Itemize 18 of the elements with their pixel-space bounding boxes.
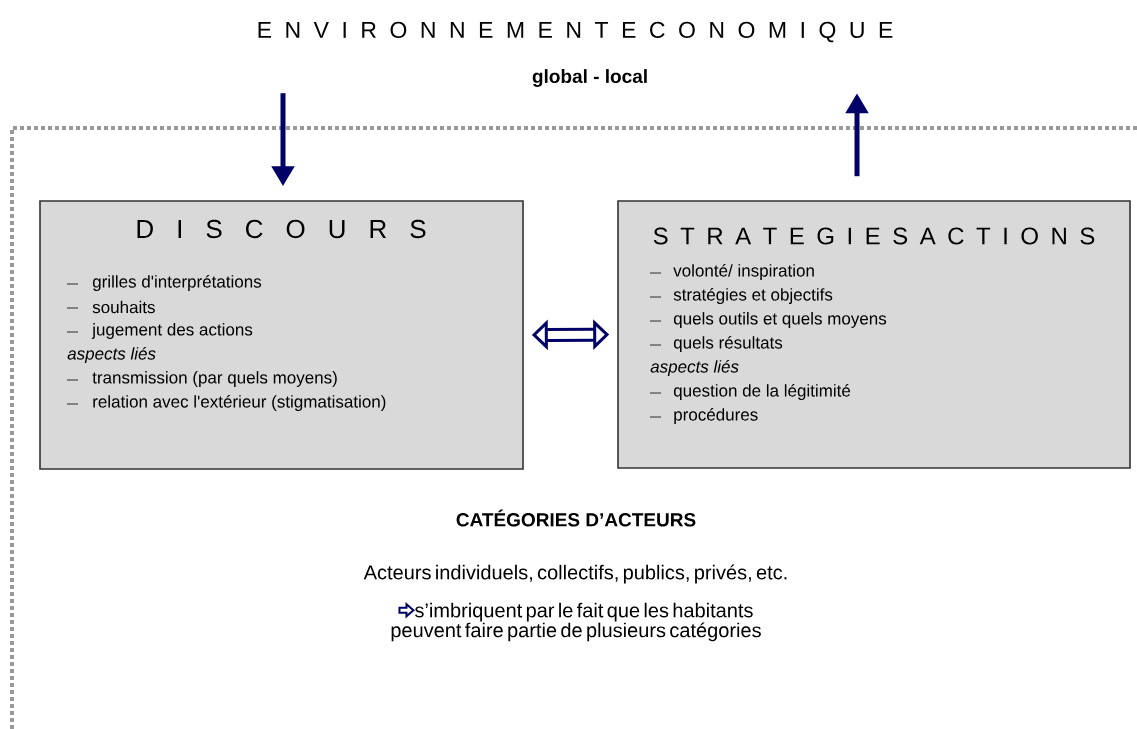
list-item: volonté/ inspiration	[673, 264, 814, 281]
subheading: global - local	[532, 69, 647, 87]
list-item: relation avec l'extérieur (stigmatisation)	[93, 395, 386, 412]
list-item: quels outils et quels moyens	[673, 312, 887, 328]
list-item: grilles d'interprétations	[92, 275, 262, 292]
list-item: quels résultats	[673, 336, 783, 353]
list-item: transmission (par quels moyens)	[92, 371, 337, 387]
paragraph: Acteurs individuels, collectifs, publics, privés, etc.	[363, 564, 787, 584]
paragraph: s’imbriquent par le fait que les habitants peuvent faire partie de plusieurs catégories	[391, 602, 761, 642]
list-item: jugement des actions	[91, 323, 253, 339]
list-item: souhaits	[92, 300, 155, 314]
heading: CATÉGORIES D’ACTEURS	[456, 509, 696, 527]
heading: E N V I R O N N E M E N T E C O N O M I Q U E	[258, 21, 893, 43]
list-item: procédures	[674, 408, 758, 425]
subheading: aspects liés	[67, 347, 156, 364]
list-item: question de la légitimité	[673, 384, 851, 401]
list-item: stratégies et objectifs	[673, 288, 833, 305]
subheading: aspects liés	[650, 360, 739, 377]
